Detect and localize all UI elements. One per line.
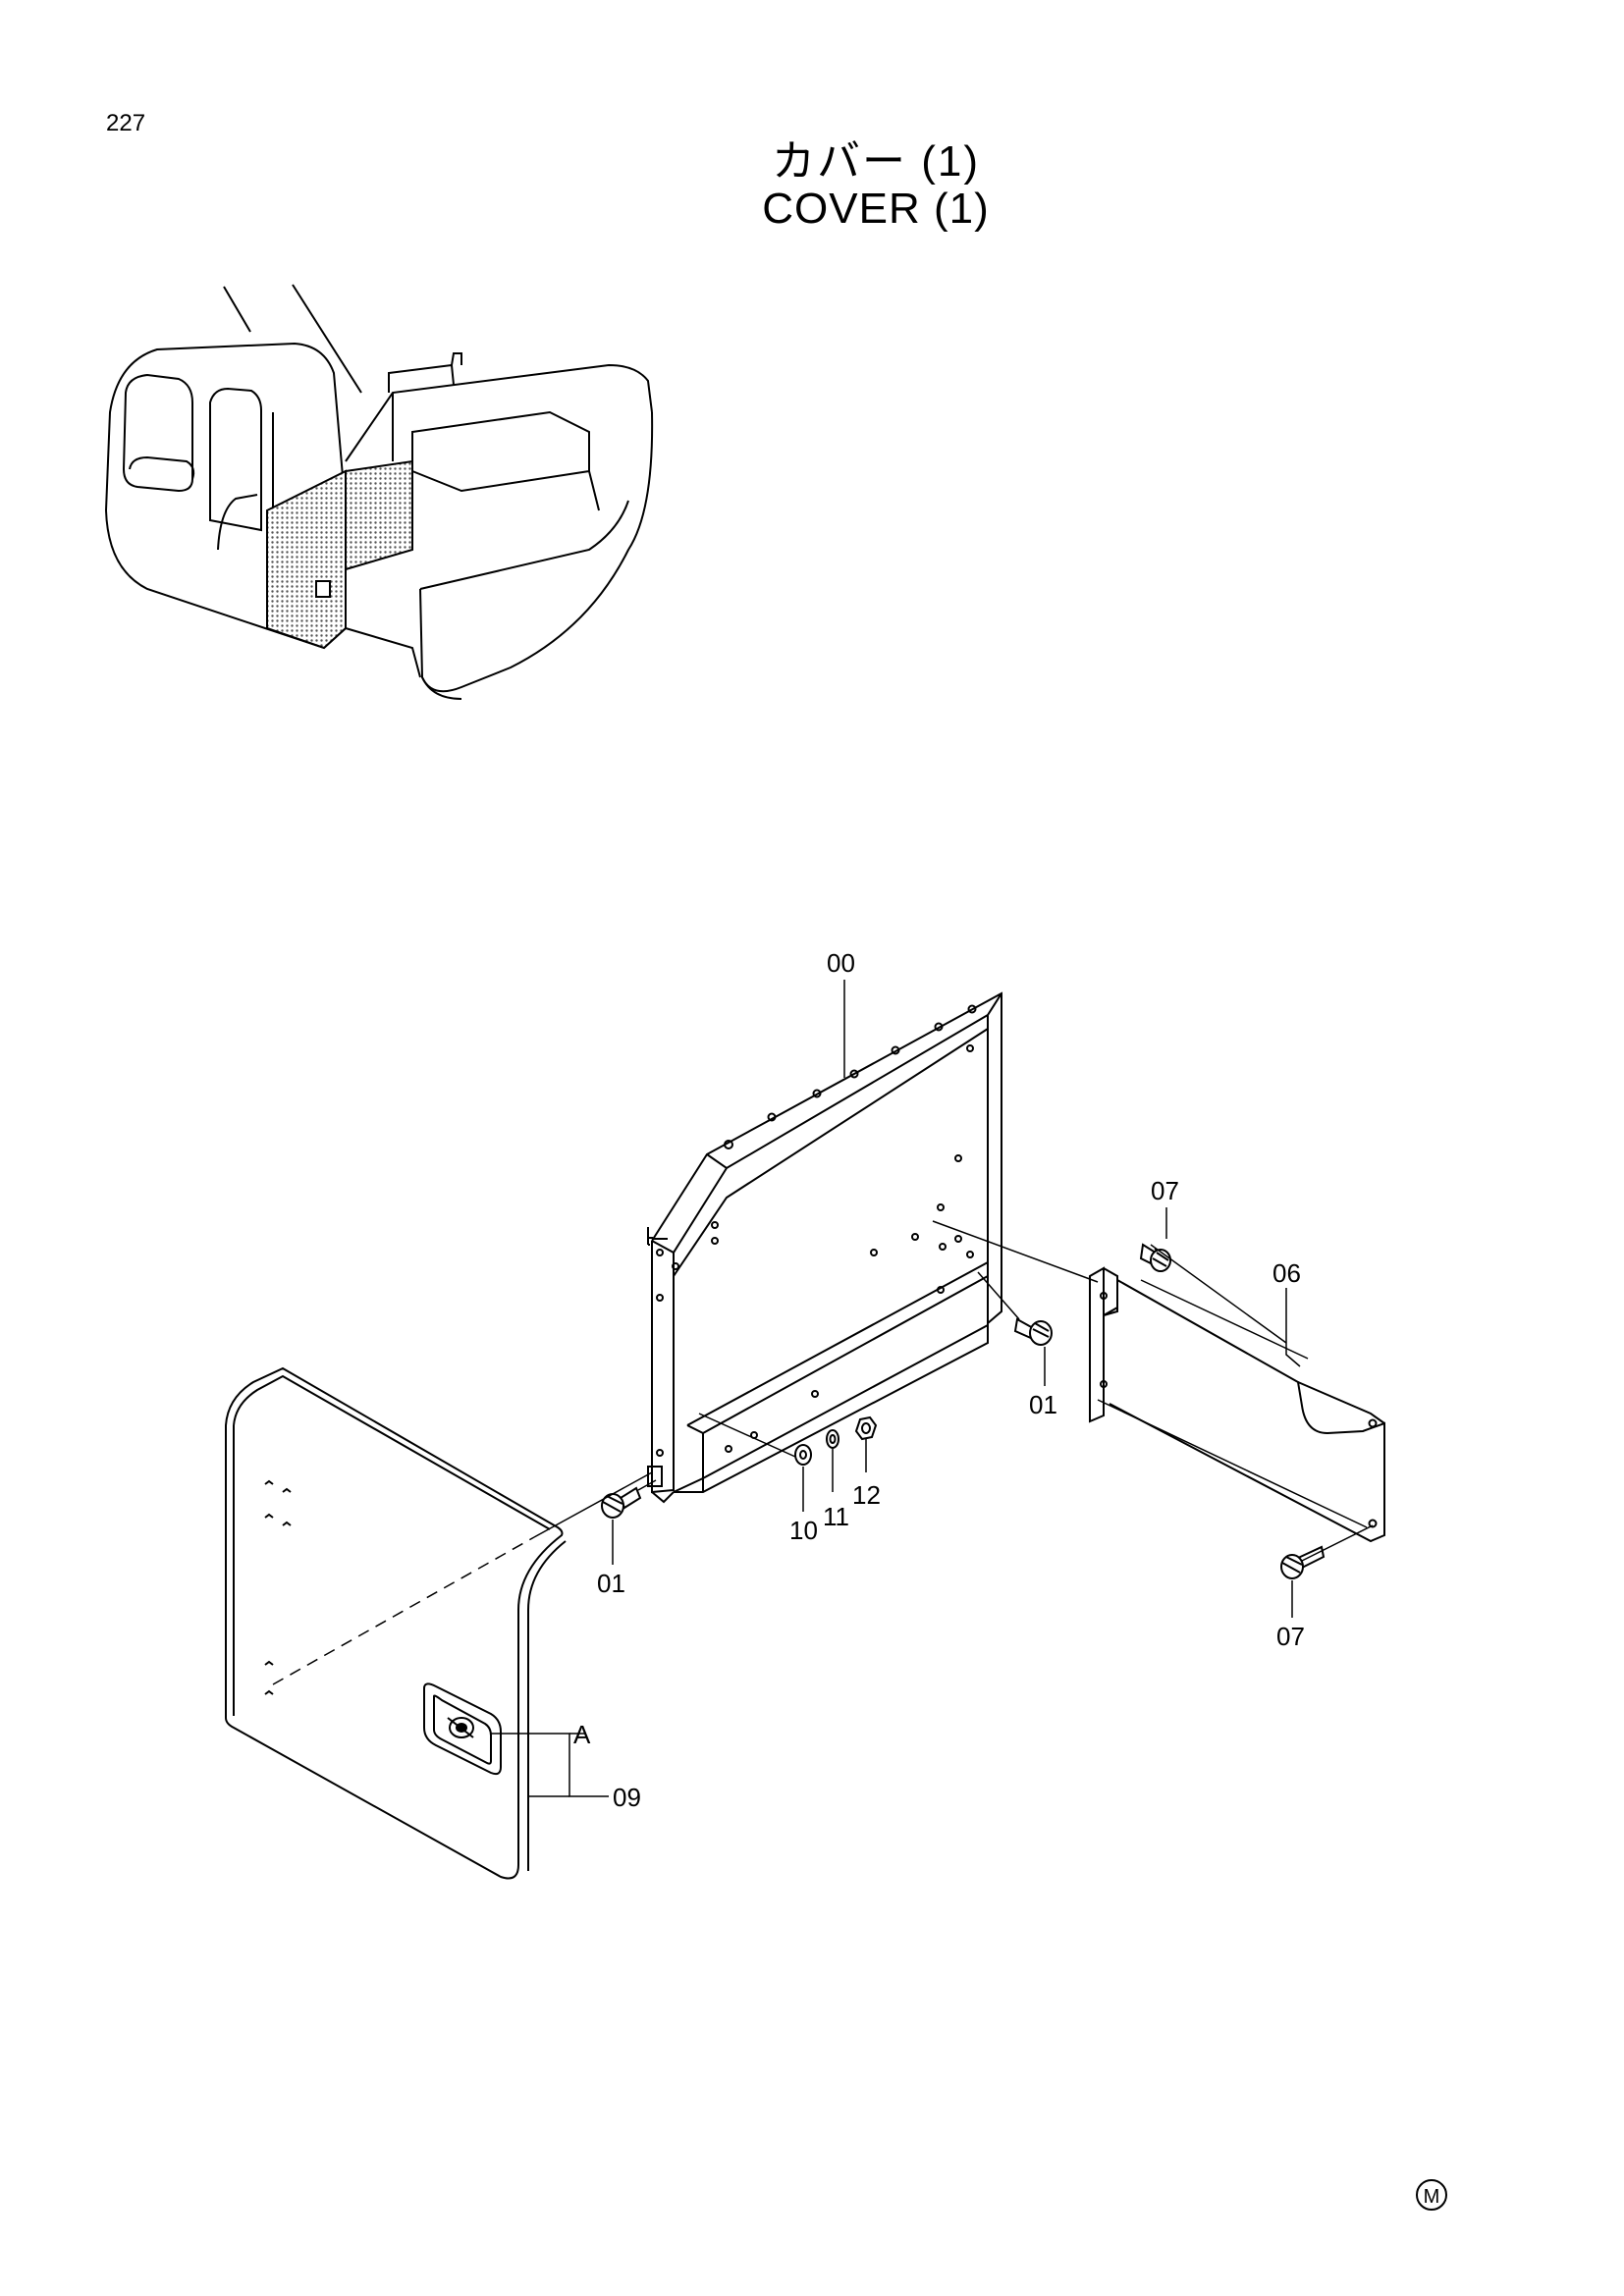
assembly-lines bbox=[272, 1220, 1374, 1685]
callout-07-bottom: 07 bbox=[1276, 1622, 1305, 1651]
callout-01-right: 01 bbox=[1029, 1390, 1057, 1419]
callout-09: 09 bbox=[613, 1783, 641, 1812]
page-number: 227 bbox=[106, 110, 146, 136]
callout-07-top: 07 bbox=[1151, 1176, 1179, 1205]
spring-washer-part-11 bbox=[826, 1429, 839, 1449]
side-cover-part-09 bbox=[225, 1366, 567, 1880]
callout-12: 12 bbox=[852, 1480, 881, 1510]
callout-leaders bbox=[491, 980, 1301, 1797]
nut-part-12 bbox=[854, 1415, 878, 1441]
callout-00: 00 bbox=[827, 948, 855, 978]
cover-frame-part-00 bbox=[647, 991, 1002, 1504]
callout-06: 06 bbox=[1272, 1258, 1301, 1288]
plate-part-06 bbox=[1089, 1266, 1385, 1543]
callout-11: 11 bbox=[823, 1502, 849, 1531]
callout-01-left: 01 bbox=[597, 1569, 625, 1598]
callout-a: A bbox=[573, 1720, 591, 1749]
manufacturer-mark: M bbox=[1416, 2179, 1447, 2211]
callout-labels: 00 07 06 01 01 07 10 11 12 A 09 bbox=[573, 948, 1305, 1812]
bolt-part-01-right bbox=[1013, 1317, 1053, 1346]
bolt-part-01-left bbox=[601, 1486, 642, 1519]
callout-10: 10 bbox=[789, 1516, 818, 1545]
washer-part-10 bbox=[794, 1444, 812, 1466]
page-title-english: COVER (1) bbox=[762, 185, 990, 233]
bolt-part-07-bottom bbox=[1280, 1545, 1326, 1579]
page-title-japanese: カバー (1) bbox=[772, 137, 980, 186]
excavator-overview bbox=[104, 284, 654, 700]
